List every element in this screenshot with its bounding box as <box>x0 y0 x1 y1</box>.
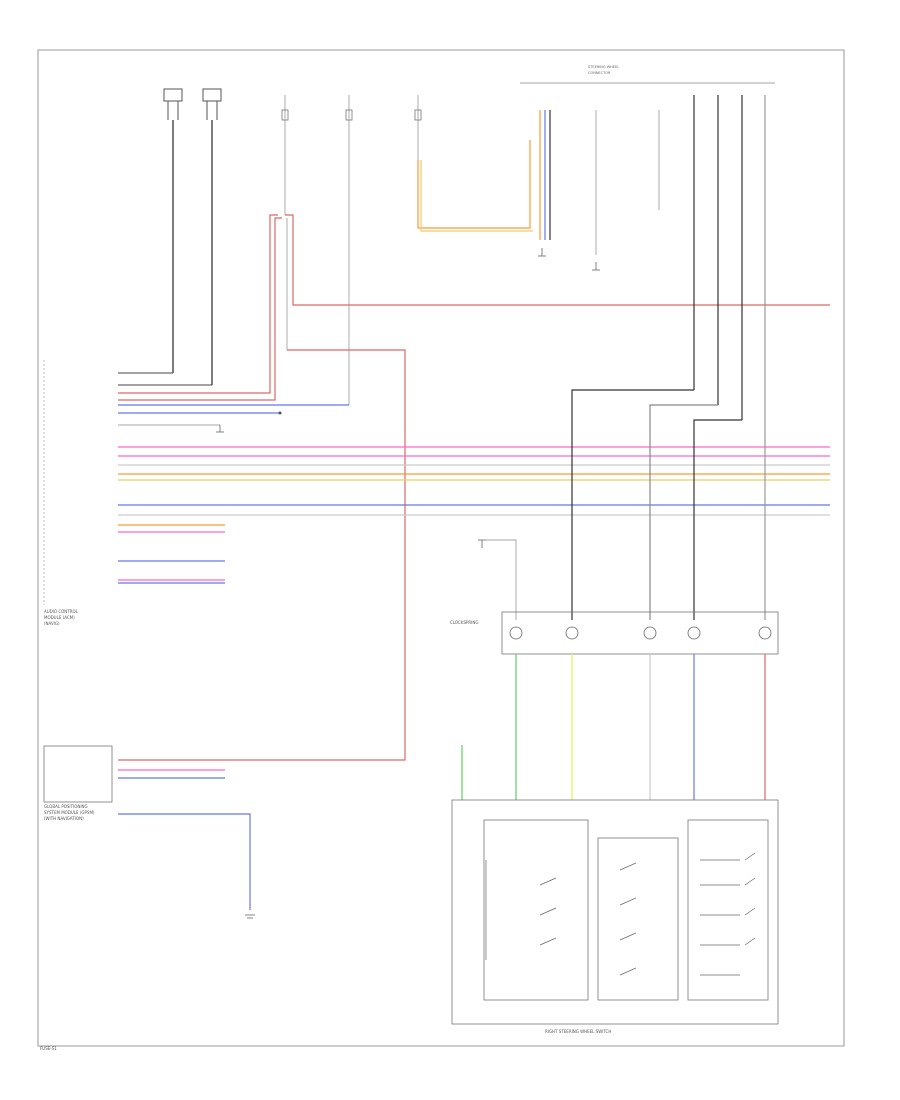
clockspring-pin-5 <box>758 626 772 640</box>
fuse-2 <box>345 95 353 405</box>
black-wire-cs-3 <box>693 419 742 620</box>
switch-contacts <box>485 852 756 976</box>
clockspring-pin-3 <box>643 626 657 640</box>
acm-label: AUDIO CONTROL <box>44 609 79 614</box>
fuse-1 <box>281 95 289 215</box>
antenna-connector-right <box>202 88 222 120</box>
steering-switch-box <box>451 799 779 1025</box>
orange-wire-fuse3 <box>417 140 531 229</box>
svg-text:MODULE (ACM): MODULE (ACM) <box>44 615 75 620</box>
antenna-connector-left <box>163 88 183 120</box>
gray-wire-cs-2 <box>649 404 718 620</box>
svg-text:CONNECTOR: CONNECTOR <box>588 71 611 75</box>
svg-text:RIGHT STEERING WHEEL SWITCH: RIGHT STEERING WHEEL SWITCH <box>545 1029 611 1034</box>
red-wire-gpsm <box>118 349 406 761</box>
black-wire-cs-1 <box>571 389 694 620</box>
svg-text:CLOCKSPRING: CLOCKSPRING <box>450 620 478 625</box>
clockspring-pin-4 <box>687 626 701 640</box>
clockspring-pin-1 <box>509 626 523 640</box>
svg-text:(NAVIG): (NAVIG) <box>44 621 60 626</box>
clockspring-box <box>501 611 779 655</box>
blue-wire-gps-ground <box>118 813 251 910</box>
fuse-3 <box>414 95 422 160</box>
page-code: FUSE-S1 <box>40 1046 57 1051</box>
yellow-wire-fuse3 <box>420 160 533 232</box>
clockspring-pin-2 <box>565 626 579 640</box>
red-wire-acm-2 <box>118 217 282 401</box>
svg-text:STEERING WHEEL: STEERING WHEEL <box>588 65 619 69</box>
gpsm-box <box>43 745 113 803</box>
svg-text:(WITH NAVIGATION): (WITH NAVIGATION) <box>44 816 84 821</box>
red-wire-acm-1 <box>118 214 278 394</box>
svg-text:SYSTEM MODULE (GPSM): SYSTEM MODULE (GPSM) <box>44 810 95 815</box>
diagram-frame <box>37 49 845 1047</box>
svg-text:GLOBAL POSITIONING: GLOBAL POSITIONING <box>44 804 88 809</box>
red-wire-main <box>285 214 830 306</box>
